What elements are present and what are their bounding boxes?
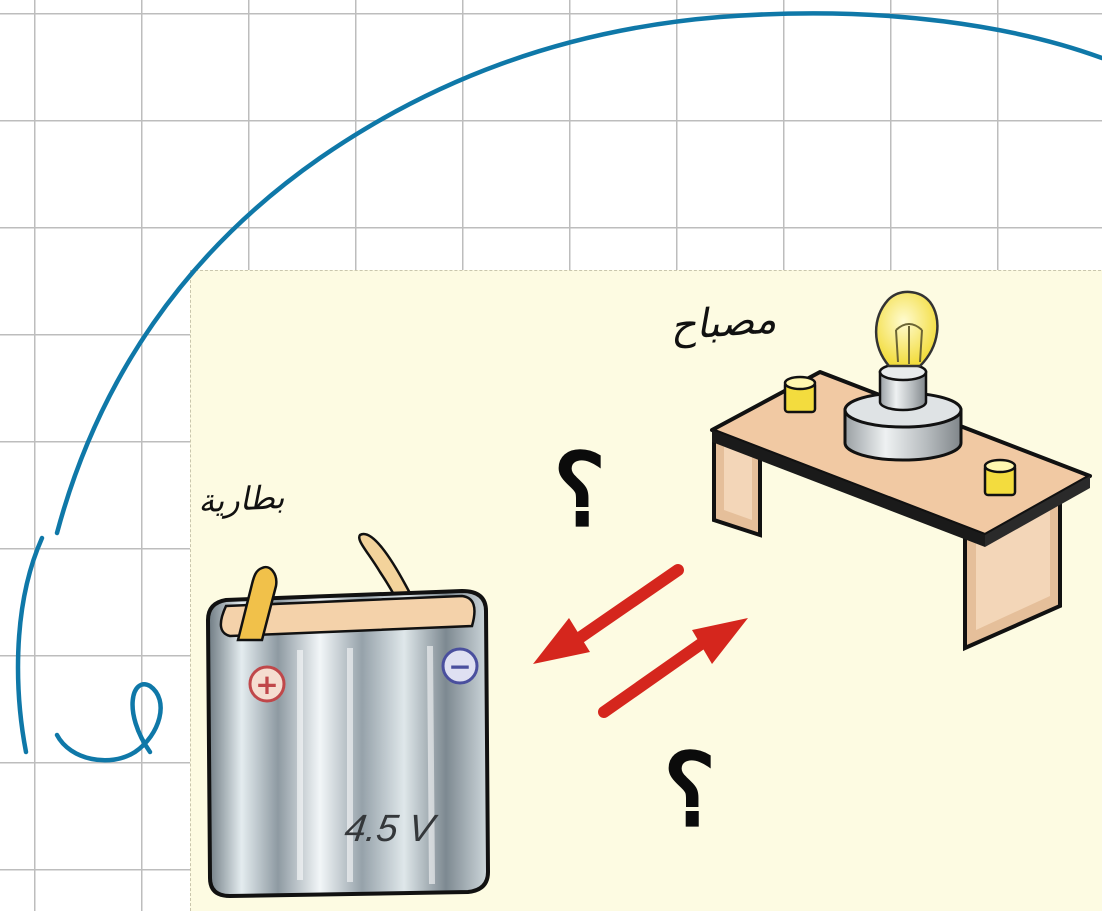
arrow-right-icon — [598, 618, 748, 718]
handwritten-arc-stroke — [54, 11, 1102, 536]
battery-label: بطارية — [197, 477, 286, 521]
battery-plus-sign: + — [255, 668, 278, 701]
battery-minus-sign: − — [448, 650, 471, 683]
lamp-socket — [843, 362, 963, 462]
battery-minus-terminal-icon — [441, 647, 479, 685]
lamp-terminal-left — [783, 375, 817, 414]
lamp-terminal-right — [983, 458, 1017, 497]
battery-voltage-label: 4.5 V — [342, 808, 437, 850]
arrow-left-icon — [533, 564, 684, 664]
battery-plus-terminal-icon — [248, 665, 286, 703]
handwritten-loop-stroke — [54, 682, 163, 763]
battery-icon — [205, 532, 491, 899]
question-mark-bottom: ؟ — [663, 731, 717, 849]
question-mark-top: ؟ — [553, 431, 607, 549]
handwritten-hook-stroke — [15, 535, 45, 755]
lamp-label: مصباح — [668, 296, 778, 350]
light-bulb-icon — [874, 290, 939, 368]
